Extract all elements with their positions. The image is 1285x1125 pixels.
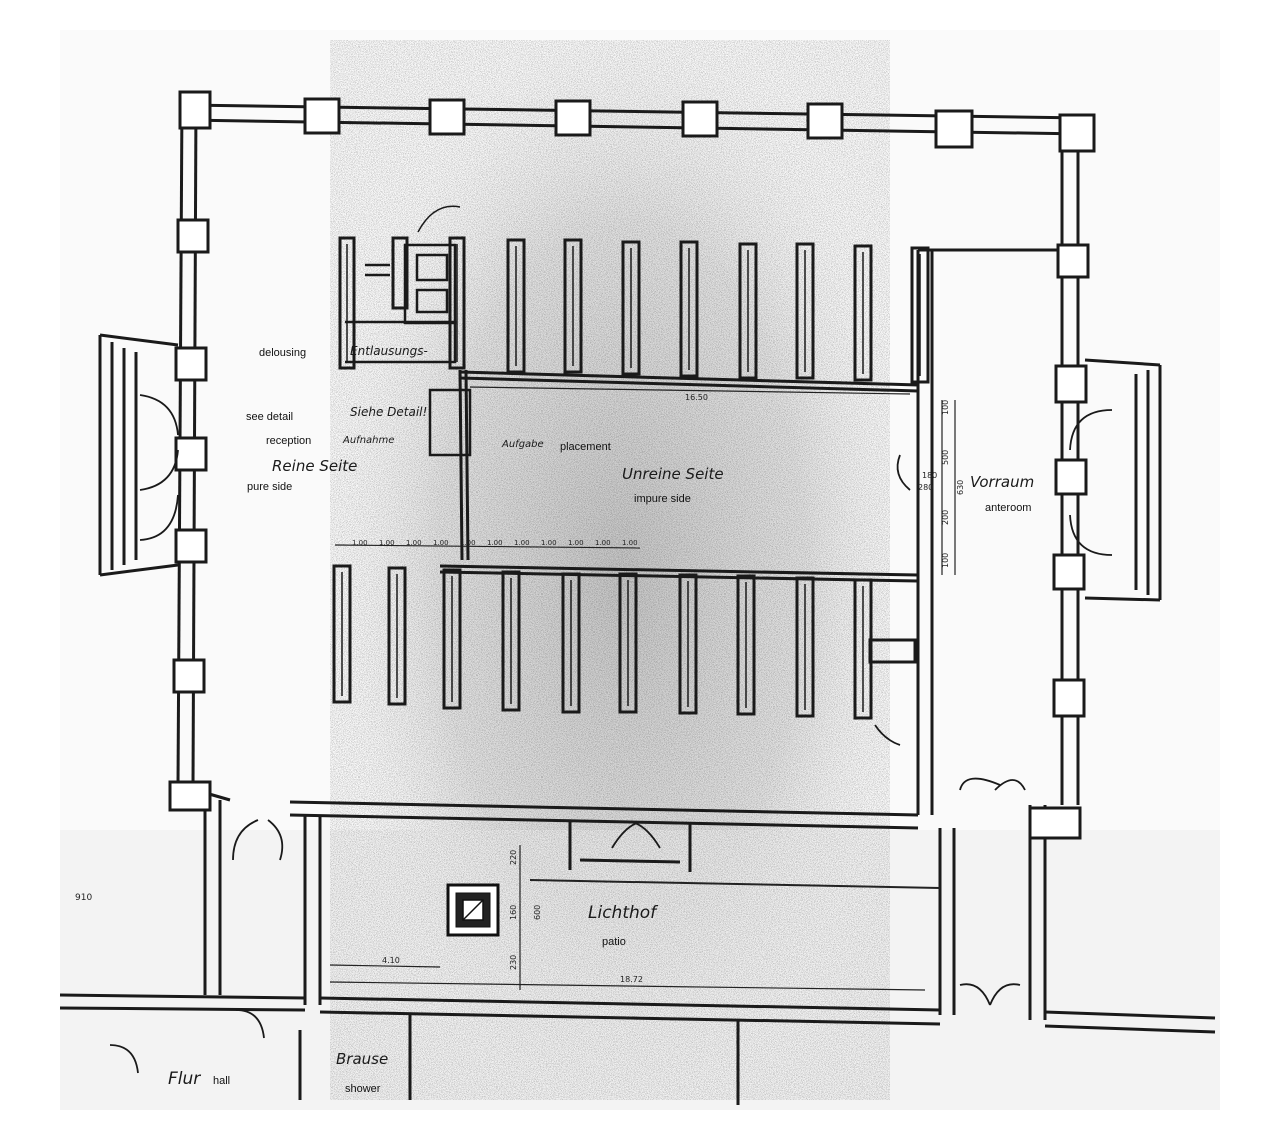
doors [109, 394, 1113, 1074]
stall-width-label: 1.00 [487, 539, 503, 547]
english-labels: delousing see detail reception placement… [213, 347, 1031, 1095]
stall-width-label: 1.00 [595, 539, 611, 547]
stall-width-label: 1.00 [568, 539, 584, 547]
label-hall: hall [213, 1075, 230, 1087]
piers [168, 90, 1096, 840]
german-labels: Entlausungs- Siehe Detail! Aufnahme Aufg… [168, 344, 1034, 1089]
label-reine-seite: Reine Seite [272, 457, 357, 475]
dim-100a: 100 [941, 400, 950, 415]
stall-width-label: 1.00 [433, 539, 449, 547]
stall-width-labels: 1.00 1.00 1.00 1.00 1.00 1.00 1.00 1.00 1.00 1.00… [352, 539, 638, 547]
label-vorraum: Vorraum [970, 473, 1034, 491]
label-see-detail: see detail [246, 411, 293, 423]
dim-200: 200 [941, 510, 950, 525]
stall-width-label: 1.00 [460, 539, 476, 547]
label-placement: placement [560, 441, 611, 453]
label-flur: Flur [168, 1069, 201, 1089]
stall-width-label: 1.00 [352, 539, 368, 547]
stall-width-label: 1.00 [541, 539, 557, 547]
label-delousing: delousing [259, 347, 306, 359]
label-shower: shower [345, 1083, 381, 1095]
dimension-lines [329, 386, 956, 991]
dim-courtyard-length: 18.72 [620, 975, 643, 984]
label-unreine-seite: Unreine Seite [622, 465, 724, 483]
stall-width-label: 1.00 [406, 539, 422, 547]
label-impure-side: impure side [634, 493, 691, 505]
label-entlausung: Entlausungs- [350, 344, 428, 358]
delousing-chambers [345, 205, 472, 457]
dim-500: 500 [941, 450, 950, 465]
dim-180: 180 [922, 471, 937, 480]
label-patio: patio [602, 936, 626, 948]
shower-stalls [332, 236, 930, 720]
stall-width-label: 1.00 [622, 539, 638, 547]
label-pure-side: pure side [247, 481, 292, 493]
dim-160: 160 [509, 905, 518, 920]
dim-910: 910 [75, 893, 92, 903]
dim-280: 280 [918, 483, 933, 492]
dim-courtyard-left: 4.10 [382, 956, 400, 965]
stall-centerlines [341, 244, 921, 712]
dim-220: 220 [509, 850, 518, 865]
dim-100b: 100 [941, 553, 950, 568]
dim-630: 630 [956, 480, 965, 495]
label-anteroom: anteroom [985, 502, 1031, 514]
label-siehe-detail: Siehe Detail! [350, 405, 427, 419]
label-reception: reception [266, 435, 311, 447]
courtyard-drain [446, 883, 500, 937]
label-aufnahme: Aufnahme [342, 435, 394, 446]
stall-width-label: 1.00 [514, 539, 530, 547]
stall-width-label: 1.00 [379, 539, 395, 547]
dim-230: 230 [509, 955, 518, 970]
dim-600: 600 [533, 905, 542, 920]
dim-corridor-length: 16.50 [685, 393, 708, 402]
label-brause: Brause [336, 1050, 388, 1068]
label-lichthof: Lichthof [588, 903, 659, 923]
dimension-figures: 16.50 18.72 4.10 220 160 600 230 100 500… [75, 393, 965, 984]
label-aufgabe: Aufgabe [501, 439, 544, 450]
